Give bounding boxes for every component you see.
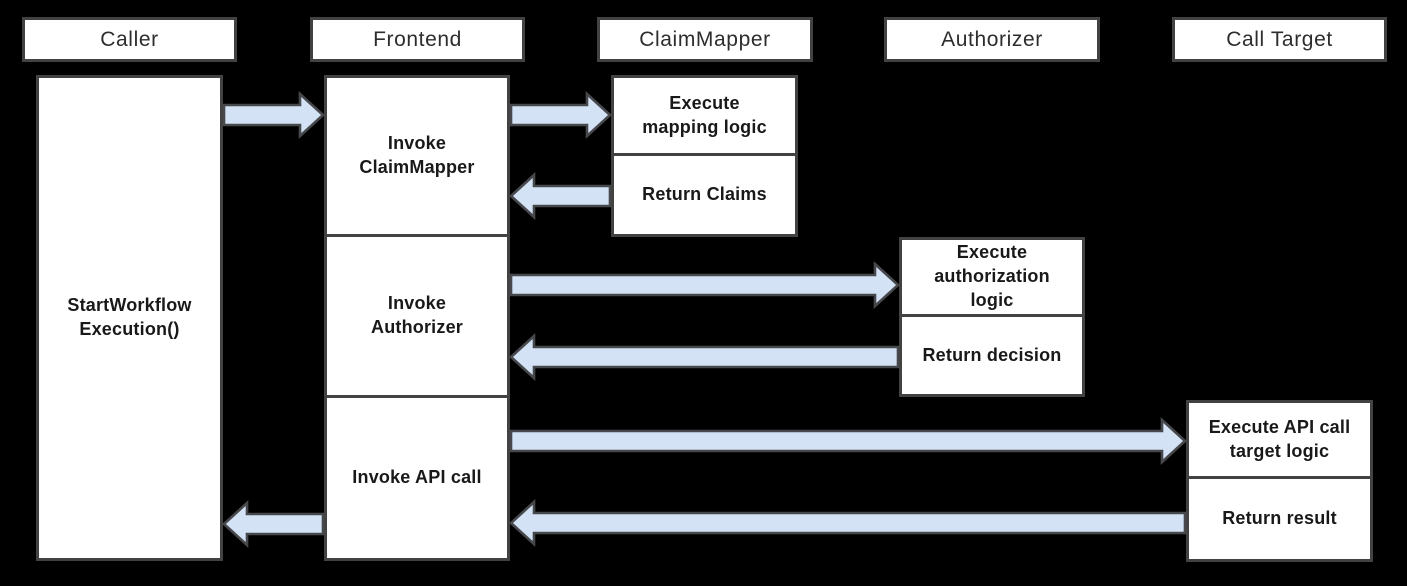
arrow-claim-mapper-to-frontend: [509, 172, 612, 220]
participant-header-call-target: Call Target: [1172, 17, 1387, 62]
participant-header-frontend: Frontend: [310, 17, 525, 62]
frontend-step-invoke-claim-mapper: Invoke ClaimMapper: [324, 75, 510, 237]
caller-activation-label: StartWorkflow Execution(): [67, 295, 192, 339]
call-target-step-return: Return result: [1186, 476, 1373, 562]
authorizer-step-return: Return decision: [899, 314, 1085, 397]
arrow-frontend-to-authorizer: [509, 261, 900, 309]
authorizer-step-label: Return decision: [922, 344, 1062, 365]
claim-mapper-step-label: Return Claims: [642, 184, 767, 205]
frontend-step-label: Invoke API call: [352, 467, 482, 488]
call-target-step-execute: Execute API call target logic: [1186, 400, 1373, 479]
participant-label-frontend: Frontend: [373, 27, 462, 51]
authorizer-step-execute: Execute authorization logic: [899, 237, 1085, 317]
caller-activation-box: StartWorkflow Execution(): [36, 75, 223, 561]
claim-mapper-step-execute: Execute mapping logic: [611, 75, 798, 156]
participant-header-caller: Caller: [22, 17, 237, 62]
frontend-step-label: Invoke ClaimMapper: [359, 133, 475, 177]
arrow-authorizer-to-frontend: [509, 333, 900, 381]
arrow-frontend-to-claim-mapper: [509, 91, 612, 139]
participant-header-authorizer: Authorizer: [884, 17, 1100, 62]
frontend-step-label: Invoke Authorizer: [371, 293, 463, 337]
frontend-step-invoke-authorizer: Invoke Authorizer: [324, 234, 510, 398]
call-target-step-label: Execute API call target logic: [1208, 416, 1351, 461]
arrow-frontend-to-call-target: [509, 417, 1187, 465]
claim-mapper-step-return: Return Claims: [611, 153, 798, 237]
frontend-step-invoke-api-call: Invoke API call: [324, 395, 510, 561]
call-target-step-label: Return result: [1222, 508, 1337, 529]
participant-label-call-target: Call Target: [1226, 27, 1333, 51]
participant-label-caller: Caller: [100, 27, 159, 51]
participant-label-claim-mapper: ClaimMapper: [639, 27, 771, 51]
claim-mapper-step-label: Execute mapping logic: [642, 92, 767, 137]
participant-label-authorizer: Authorizer: [941, 27, 1043, 51]
participant-header-claim-mapper: ClaimMapper: [597, 17, 813, 62]
arrow-caller-to-frontend: [222, 91, 325, 139]
arrow-frontend-to-caller: [222, 500, 325, 548]
arrow-call-target-to-frontend: [509, 499, 1187, 547]
authorizer-step-label: Execute authorization logic: [934, 242, 1050, 310]
